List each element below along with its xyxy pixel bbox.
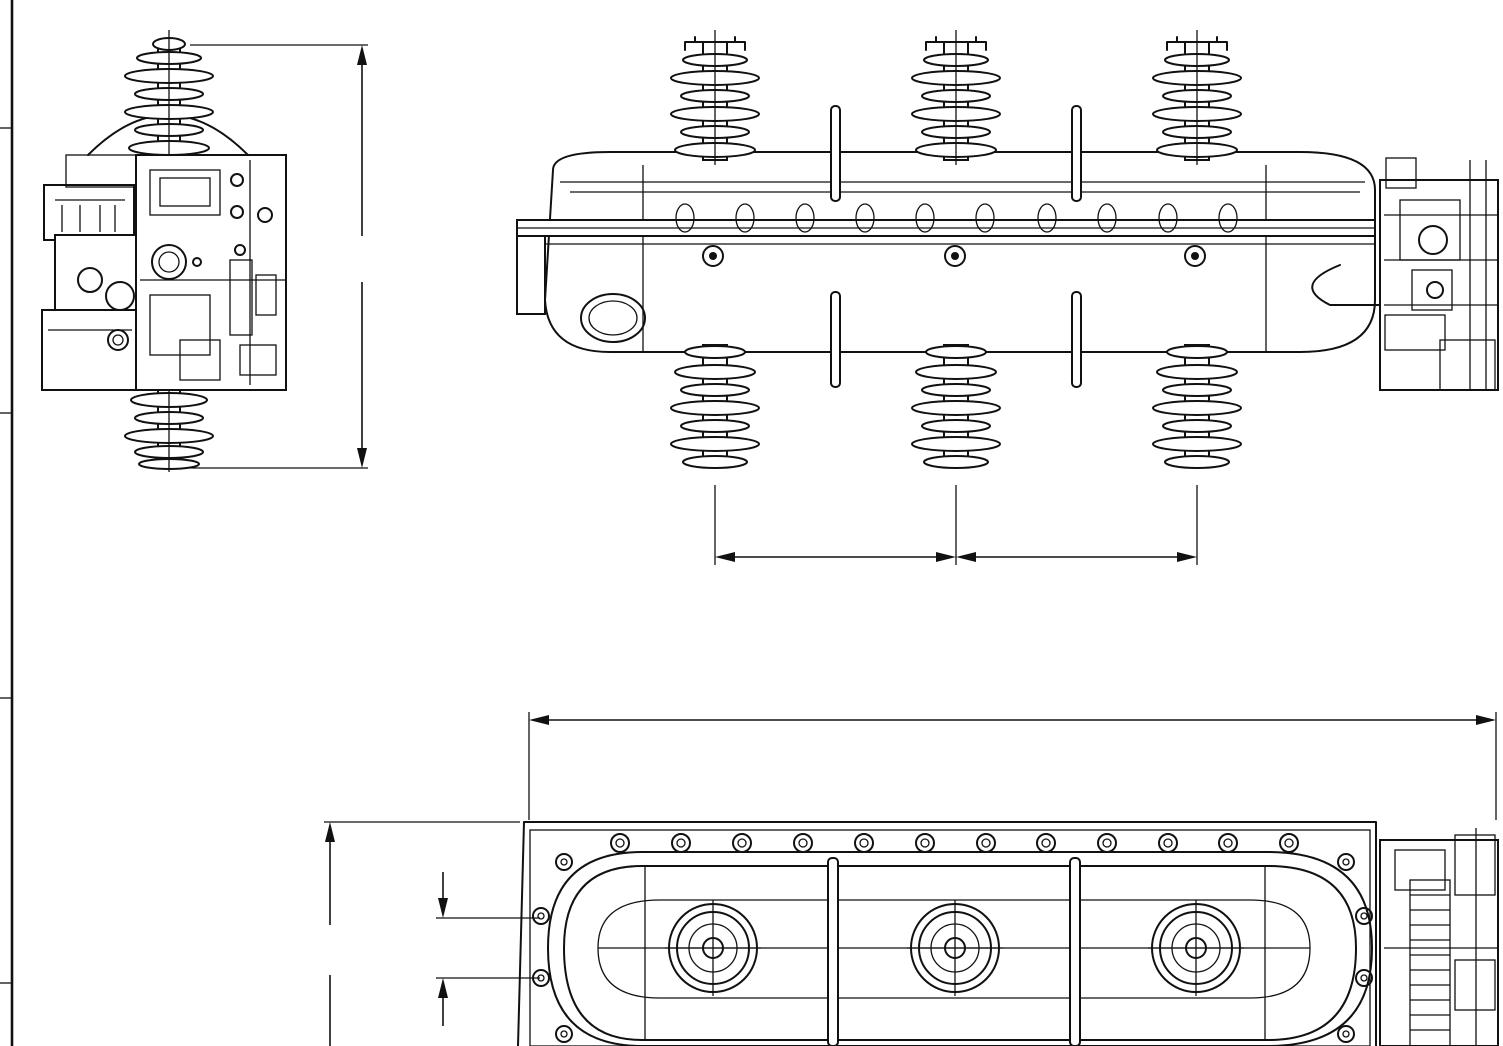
lower-bushing-1: [670, 344, 760, 469]
top-bushing-cap-3: [1148, 900, 1244, 996]
side-mechanism: [41, 154, 287, 391]
front-mechanism: [1311, 157, 1499, 391]
side-view: [41, 30, 368, 472]
upper-bushing-1: [670, 30, 760, 165]
overall-length-dimension: [528, 712, 1497, 820]
top-view: [324, 712, 1499, 1046]
width-dimension: [324, 821, 520, 1046]
top-bushing-cap-1: [665, 900, 761, 996]
top-mechanism: [1379, 828, 1499, 1046]
upper-bushing-3: [1152, 30, 1242, 165]
lower-bushing-2: [911, 344, 1001, 469]
sheet-border: [0, 0, 14, 1046]
lifting-eyes: [702, 245, 1206, 267]
top-bushing-cap-2: [907, 900, 1003, 996]
upper-bushing-2: [911, 30, 1001, 165]
tank-ribs: [830, 105, 1082, 388]
side-lower-bushing: [124, 384, 214, 472]
bushing-spacing-dimension: [714, 485, 1198, 565]
front-view: [516, 30, 1499, 565]
offset-dimension: [436, 872, 540, 1026]
lower-bushing-3: [1152, 344, 1242, 469]
side-height-dimension: [190, 44, 368, 469]
side-upper-bushing: [124, 30, 214, 161]
flange-bolts: [532, 833, 1373, 1043]
flange-loops: [675, 203, 1238, 233]
